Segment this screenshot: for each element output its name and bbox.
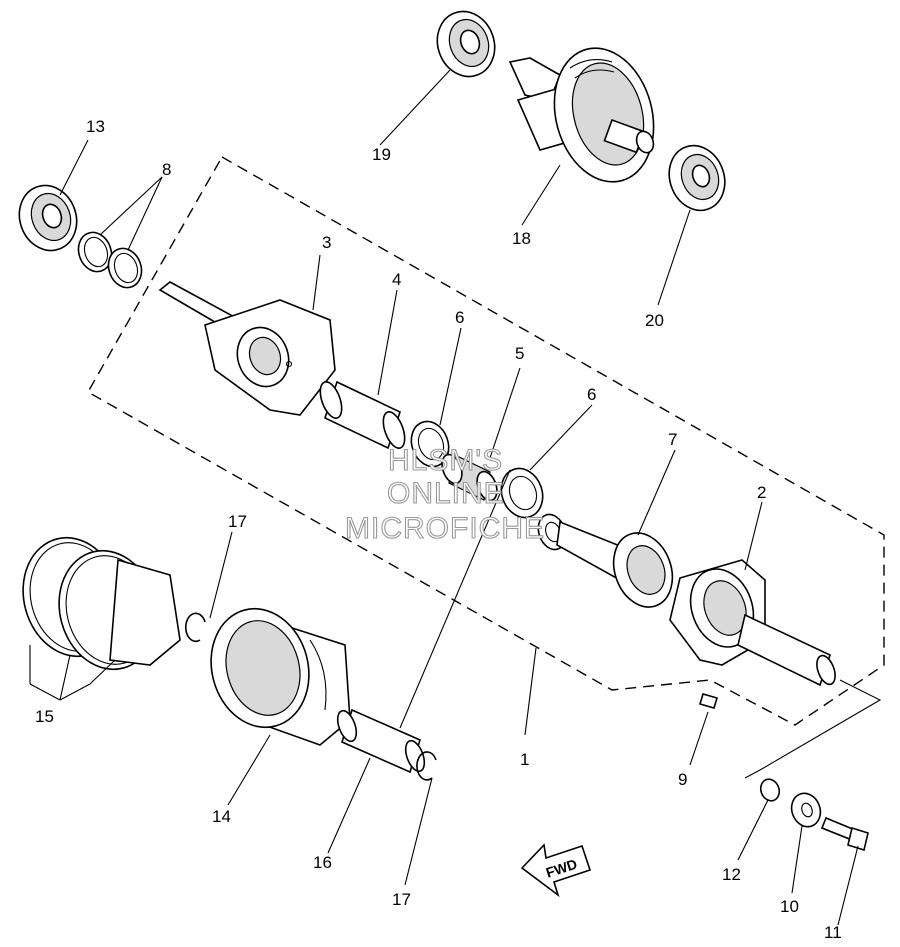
callout-15: 15	[35, 707, 54, 726]
thrust-washer-6a	[410, 420, 450, 468]
callout-20: 20	[645, 311, 664, 330]
piston-14	[210, 607, 351, 746]
callout-5: 5	[515, 344, 524, 363]
callout-13: 13	[86, 117, 105, 136]
callout-8: 8	[162, 160, 171, 179]
connecting-rod-7	[537, 513, 674, 608]
callout-4: 4	[392, 270, 401, 289]
washer-12	[759, 778, 781, 802]
piston-rings-15	[22, 536, 181, 671]
circlip-17b	[416, 751, 437, 781]
callout-6b: 6	[587, 385, 596, 404]
watermark-line3: MICROFICHE	[345, 512, 545, 545]
shims-8	[77, 231, 143, 289]
watermark-line2: ONLINE	[387, 477, 505, 510]
key-9	[699, 693, 718, 709]
balancer-gear-18	[508, 47, 655, 183]
callout-17a: 17	[228, 512, 247, 531]
callout-7: 7	[668, 430, 677, 449]
callout-3: 3	[322, 233, 331, 252]
crank-pin-4	[319, 380, 406, 450]
watermark: HLSM'S ONLINE MICROFICHE	[344, 443, 545, 545]
piston-pin-16	[336, 708, 426, 774]
crankshaft-assembly-boundary	[87, 156, 885, 726]
callout-16: 16	[313, 853, 332, 872]
callout-1: 1	[520, 750, 529, 769]
bearing-20	[668, 144, 726, 212]
callout-2: 2	[757, 483, 766, 502]
callout-12: 12	[722, 865, 741, 884]
callout-18: 18	[512, 229, 531, 248]
callout-6a: 6	[455, 308, 464, 327]
watermark-line1: HLSM'S	[388, 444, 503, 477]
callout-14: 14	[212, 807, 231, 826]
circlip-17a	[184, 612, 206, 643]
fwd-arrow: FWD	[520, 843, 592, 898]
thrust-washer-6b	[500, 467, 544, 519]
bolt-11	[820, 816, 869, 852]
callout-11: 11	[824, 923, 842, 942]
needle-bearing-5	[441, 453, 498, 502]
bearing-19	[436, 10, 496, 78]
callout-numbers: 19 18 20 13 8 3 4 6 5 6 7 2 17 15 1 9 14…	[35, 117, 842, 942]
callout-19: 19	[372, 145, 391, 164]
washer-10	[790, 792, 822, 828]
callout-9: 9	[678, 770, 687, 789]
crank-left-3	[158, 281, 336, 416]
callout-10: 10	[780, 897, 799, 916]
crank-right-2	[669, 559, 836, 687]
leader-lines	[29, 69, 882, 926]
bearing-13	[18, 184, 78, 252]
callout-17b: 17	[392, 890, 411, 909]
